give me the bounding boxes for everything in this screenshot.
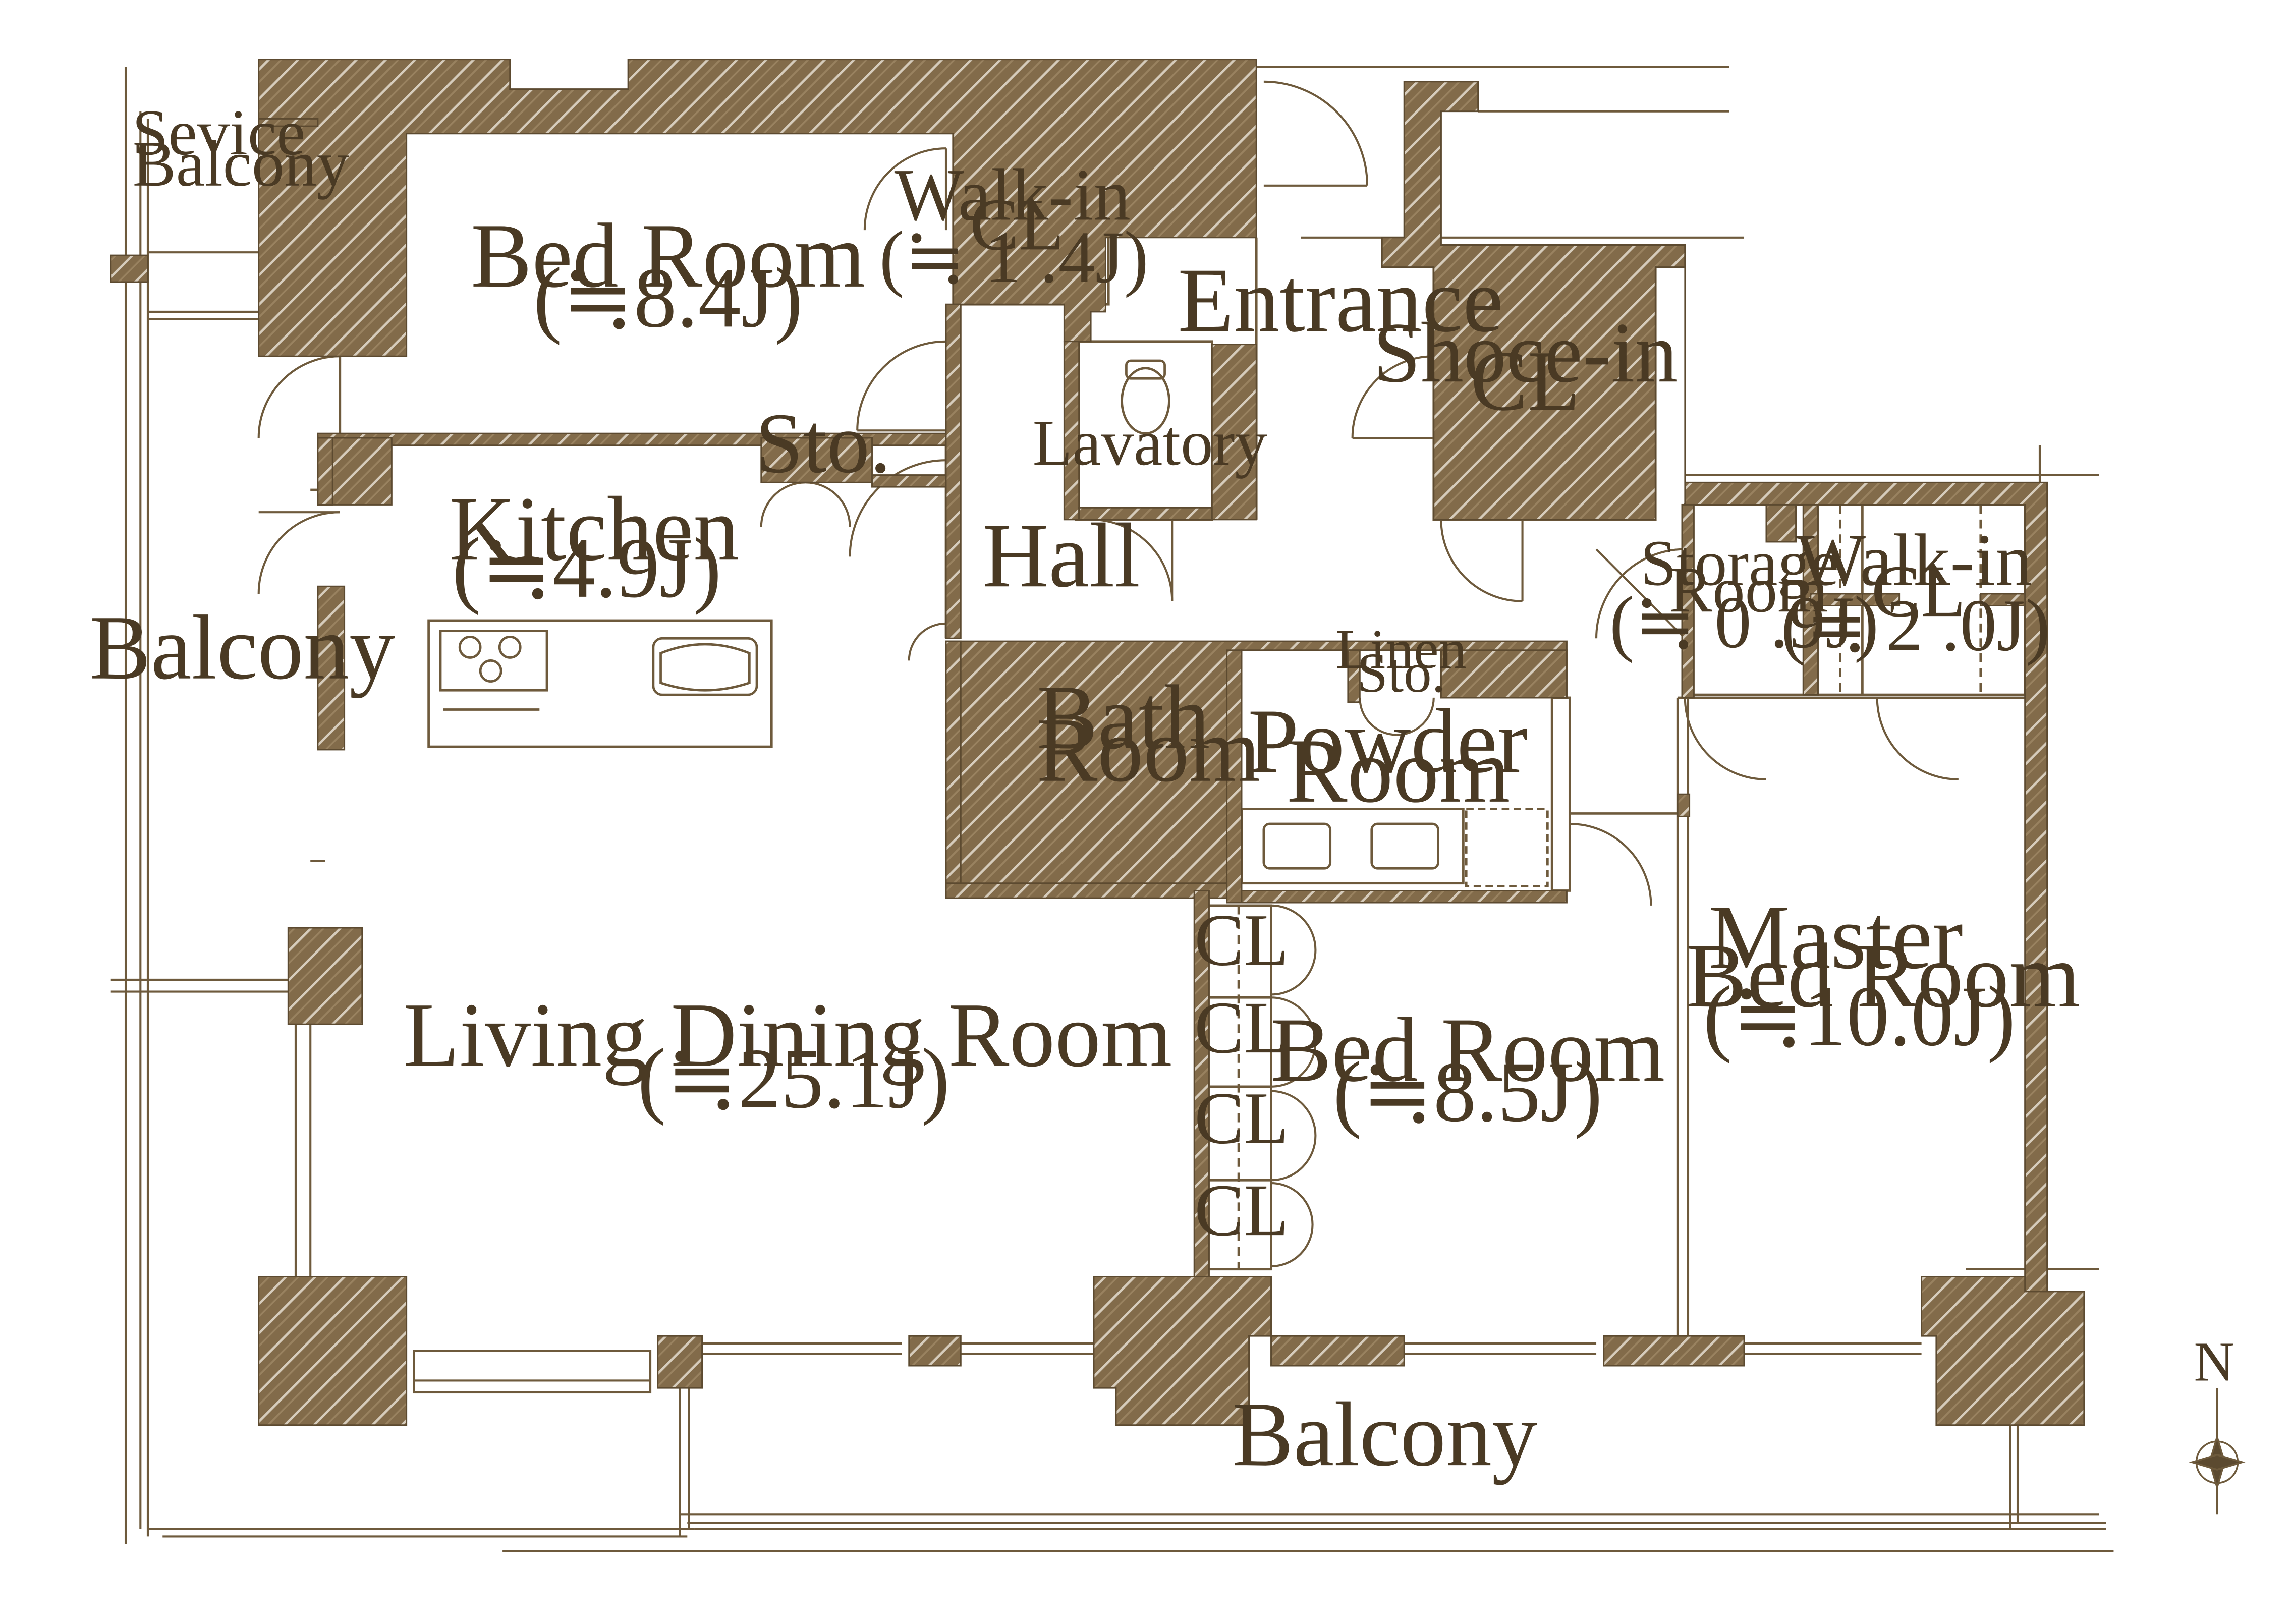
kitchen-name: Kitchen <box>449 478 739 580</box>
service-balcony-label-2: Balcony <box>133 128 350 200</box>
closet-label-1: CL <box>1194 899 1289 981</box>
stove-burners <box>458 635 522 683</box>
closet-label-4: CL <box>1194 1169 1289 1251</box>
walls <box>110 59 2085 1426</box>
kitchen-area: (≒4.9J) <box>452 520 721 615</box>
bed-room-north-area: (≒8.4J) <box>533 250 803 345</box>
linen-sto-label-2: Sto. <box>1357 642 1445 704</box>
walk-in-cl-east-area: (≒ 2 .0J) <box>1781 584 2050 666</box>
door-swings <box>257 80 1959 1267</box>
bath-room-label-2: Room <box>1036 699 1260 801</box>
lavatory-label: Lavatory <box>1033 407 1268 479</box>
bath-room-label-1: Bath <box>1037 667 1210 768</box>
entrance-label: Entrance <box>1178 250 1503 351</box>
bed-room-north-name: Bed Room <box>471 205 865 307</box>
shoe-in-cl-label-2: CL <box>1471 333 1580 428</box>
bed-room-south-area: (≒8.5J) <box>1333 1044 1602 1139</box>
master-bed-room-label-1: Master <box>1708 886 1963 988</box>
balcony-south-label: Balcony <box>1232 1384 1537 1485</box>
walk-in-cl-east-label-2: CL <box>1871 550 1966 632</box>
compass-rose-icon <box>2189 1388 2246 1515</box>
storage-room-label-2: Room <box>1669 553 1828 626</box>
master-bed-room-area: (≒10.0J) <box>1703 968 2016 1063</box>
hall-label: Hall <box>982 505 1140 606</box>
room-labels: Sevice Balcony Bed Room (≒8.4J) Walk-in … <box>90 96 2234 1485</box>
living-dining-room-area: (≒25.1J) <box>638 1031 950 1126</box>
toilet <box>1121 367 1170 435</box>
walk-in-cl-north-area: (≒ 1 .4J) <box>879 216 1149 298</box>
walk-in-cl-north-label-1: Walk-in <box>895 153 1131 236</box>
balcony-west-label: Balcony <box>90 597 395 698</box>
closet-label-2: CL <box>1194 986 1289 1069</box>
compass-north-label: N <box>2194 1331 2234 1393</box>
storage-room-area: (≒ 0 .9J) <box>1609 581 1879 663</box>
balcony-outlines <box>110 66 2114 1552</box>
living-dining-room-name: Living Dining Room <box>404 984 1172 1086</box>
service-balcony-label-1: Sevice <box>132 96 306 169</box>
shoe-in-cl-label-1: Shoce-in <box>1373 305 1678 400</box>
walk-in-cl-east-label-1: Walk-in <box>1796 519 2032 601</box>
powder-room-label-2: Room <box>1286 720 1510 822</box>
sto-label: Sto. <box>755 395 891 490</box>
master-bed-room-label-2: Bed Room <box>1686 925 2080 1027</box>
bed-room-south-name: Bed Room <box>1270 999 1665 1101</box>
storage-room-label-1: Storage <box>1640 527 1839 599</box>
linen-sto-label-1: Linen <box>1336 619 1467 681</box>
walk-in-cl-north-label-2: CL <box>970 183 1064 265</box>
closet-label-3: CL <box>1194 1077 1289 1159</box>
powder-room-label-1: Powder <box>1248 691 1528 792</box>
